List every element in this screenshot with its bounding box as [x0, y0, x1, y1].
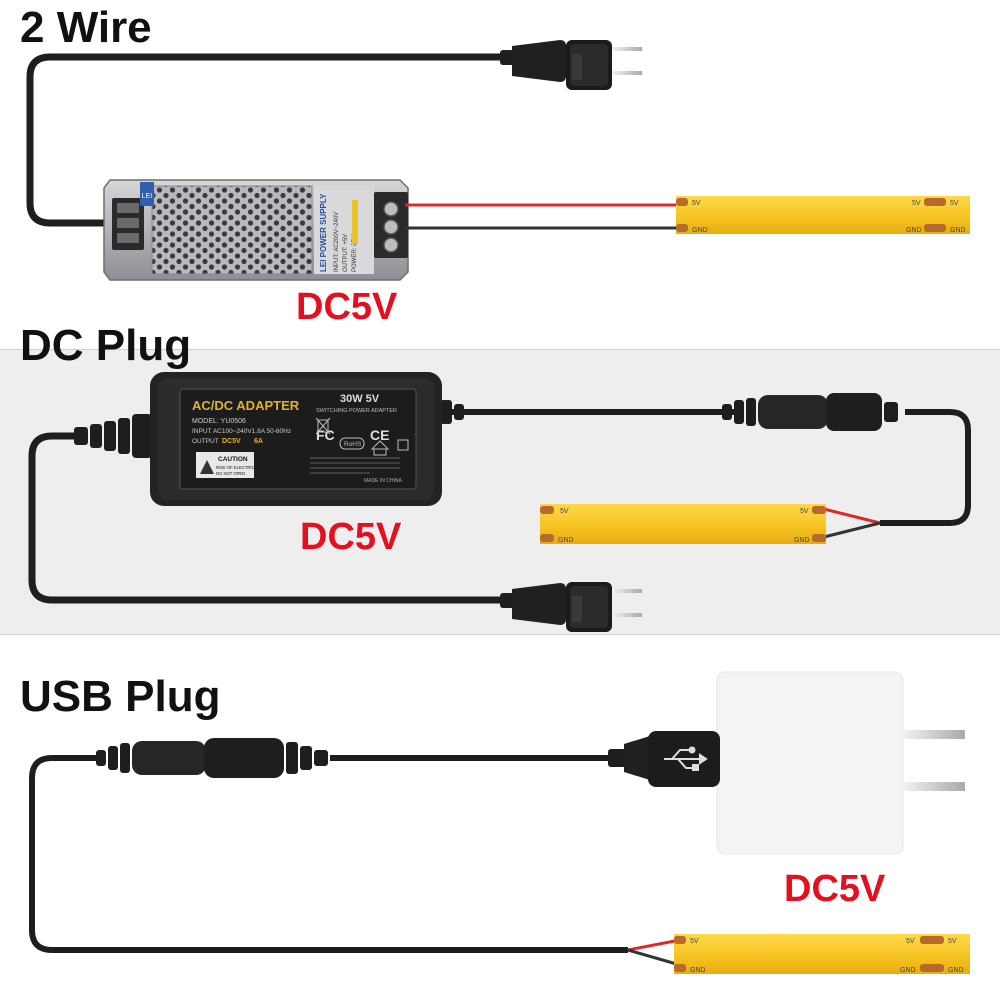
voltage-label: DC5V [300, 516, 402, 558]
strip-pad-label: GND [692, 227, 708, 234]
voltage-label: DC5V [296, 286, 398, 328]
made-in-label: MADE IN CHINA [364, 478, 402, 484]
strip-pad-label: 5V [800, 508, 809, 515]
adapter-sub: SWITCHING POWER ADAPTER [316, 408, 397, 414]
warning-icon [200, 460, 214, 474]
wire-positive [819, 506, 881, 525]
strip-pad-label: GND [906, 227, 922, 234]
strip-pad-label: 5V [950, 200, 959, 207]
adapter-output-value: DC5V [222, 438, 241, 445]
section-title-usb-plug: USB Plug [20, 672, 221, 721]
wire-negative [627, 948, 681, 967]
home-icon [370, 440, 390, 456]
dc-output-cable [880, 409, 971, 526]
double-insulation-icon [397, 439, 409, 451]
adapter-model: MODEL: YU0506 [192, 418, 246, 425]
ac-plug-icon [500, 40, 642, 90]
usb-cable [29, 755, 628, 953]
strip-pad-label: 5V [912, 200, 921, 207]
wire-negative [819, 521, 881, 540]
ac-input-cable [28, 432, 508, 604]
power-supply-unit: LEI LEI POWER SUPPLY INPUT: AC200V~240V … [103, 179, 409, 281]
adapter-heading: AC/DC ADAPTER [192, 398, 300, 413]
strip-pad-label: GND [558, 537, 574, 544]
caution-line: RISK OF ELECTRIC [216, 465, 255, 470]
psu-spec-output: OUTPUT: +5V [343, 234, 349, 272]
caution-title: CAUTION [218, 456, 248, 463]
voltage-label: DC5V [784, 868, 886, 910]
strip-pad-label: GND [794, 537, 810, 544]
strip-pad-label: GND [948, 967, 964, 974]
section-title-2-wire: 2 Wire [20, 3, 152, 52]
strip-pad-label: GND [900, 967, 916, 974]
adapter-output-current: 6A [254, 438, 263, 445]
led-strip: 5V GND 5V GND 5V GND [676, 196, 970, 234]
ac-plug-icon [500, 582, 642, 632]
psu-spec-power: POWER: 25W [352, 233, 358, 272]
strip-pad-label: 5V [560, 508, 569, 515]
psu-badge-label: LEI [142, 193, 153, 200]
strip-pad-label: 5V [692, 200, 701, 207]
power-cable [26, 53, 512, 227]
caution-line: DO NOT OPEN [216, 471, 245, 476]
strip-pad-label: 5V [948, 938, 957, 945]
strain-relief [440, 400, 464, 424]
section-2wire-illustration: LEI LEI POWER SUPPLY INPUT: AC200V~240V … [26, 40, 970, 281]
adapter-input: INPUT AC100~240V1.8A 50-60Hz [192, 428, 291, 435]
strip-pad-label: GND [690, 967, 706, 974]
strain-relief [74, 414, 152, 458]
section-dc-plug-illustration: AC/DC ADAPTER 30W 5V SWITCHING POWER ADA… [28, 372, 971, 632]
led-strip: 5V GND 5V GND [540, 504, 826, 544]
adapter-rating: 30W 5V [340, 393, 380, 405]
strip-pad-label: GND [950, 227, 966, 234]
adapter-output-prefix: OUTPUT [192, 438, 219, 445]
inline-connector [96, 738, 328, 778]
psu-side-text: LEI POWER SUPPLY [319, 193, 328, 272]
usb-plug-connector [608, 731, 720, 787]
strip-pad-label: 5V [906, 938, 915, 945]
section-usb-plug-illustration: 5V GND 5V GND 5V GND [29, 671, 970, 974]
led-strip: 5V GND 5V GND 5V GND [674, 934, 970, 974]
dc-female-connector [722, 393, 898, 431]
rohs-mark: RoHS [344, 441, 362, 448]
strip-pad-label: 5V [690, 938, 699, 945]
psu-spec-input: INPUT: AC200V~240V [334, 212, 340, 272]
fcc-mark: FC [316, 427, 335, 443]
acdc-adapter: AC/DC ADAPTER 30W 5V SWITCHING POWER ADA… [150, 372, 442, 506]
usb-wall-charger [716, 671, 965, 855]
section-title-dc-plug: DC Plug [20, 321, 192, 370]
usb-icon [664, 746, 708, 771]
ce-mark: CE [370, 427, 389, 443]
wire-positive [627, 938, 681, 952]
recycle-bin-icon [315, 417, 331, 435]
